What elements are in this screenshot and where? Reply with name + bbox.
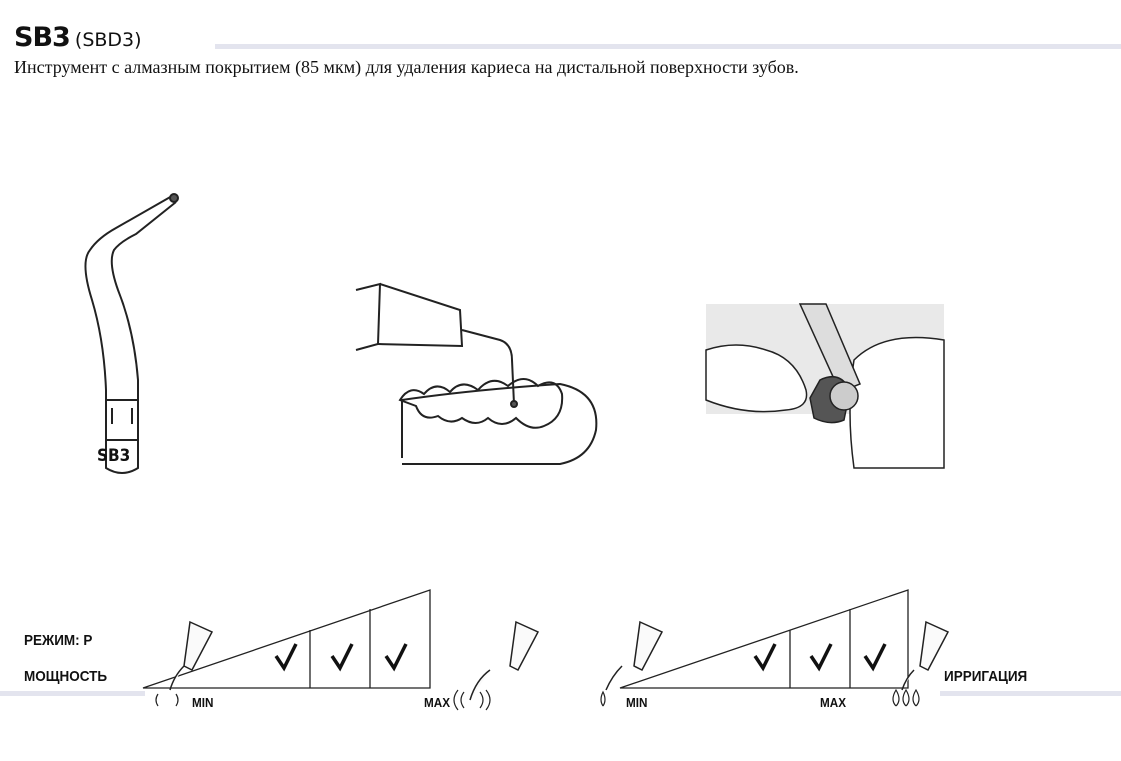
header-rule	[215, 44, 1121, 49]
power-max-label: MAX	[424, 695, 451, 710]
tip-alt-code: (SBD3)	[74, 29, 142, 51]
check-icon	[753, 643, 777, 672]
handpiece-icons	[169, 620, 950, 701]
footer-rule-left	[0, 691, 145, 696]
mode-label: РЕЖИМ: P	[24, 632, 93, 649]
page-title: SB3 (SBD3)	[14, 22, 142, 53]
check-icon	[863, 643, 887, 672]
handpiece-min-icon	[169, 620, 214, 691]
vibration-low-icon	[155, 693, 179, 707]
handpiece-illustration	[355, 282, 598, 465]
power-scale-triangle	[142, 589, 431, 689]
drops-large-icon	[892, 688, 920, 707]
handpiece-min-water-icon	[605, 620, 664, 691]
tip-label: SB3	[97, 446, 131, 466]
irrigation-scale-triangle	[619, 589, 909, 689]
handpiece-max-water-icon	[901, 620, 950, 691]
drop-small-icon	[600, 690, 606, 707]
power-min-label: MIN	[192, 695, 214, 710]
vibration-high-icon	[453, 689, 491, 711]
power-label: МОЩНОСТЬ	[24, 668, 108, 685]
check-icon	[274, 643, 298, 672]
handpiece-max-icon	[469, 620, 540, 701]
tip-illustration	[84, 193, 179, 474]
description: Инструмент с алмазным покрытием (85 мкм)…	[14, 57, 799, 77]
closeup-illustration	[705, 303, 945, 469]
tip-code: SB3	[14, 22, 71, 53]
check-icon	[809, 643, 833, 672]
footer-rule-right	[940, 691, 1121, 696]
check-icon	[384, 643, 408, 672]
irrigation-label: ИРРИГАЦИЯ	[944, 668, 1028, 685]
irrigation-max-label: MAX	[820, 695, 847, 710]
check-icon	[330, 643, 354, 672]
irrigation-min-label: MIN	[626, 695, 648, 710]
check-icons	[274, 643, 887, 672]
